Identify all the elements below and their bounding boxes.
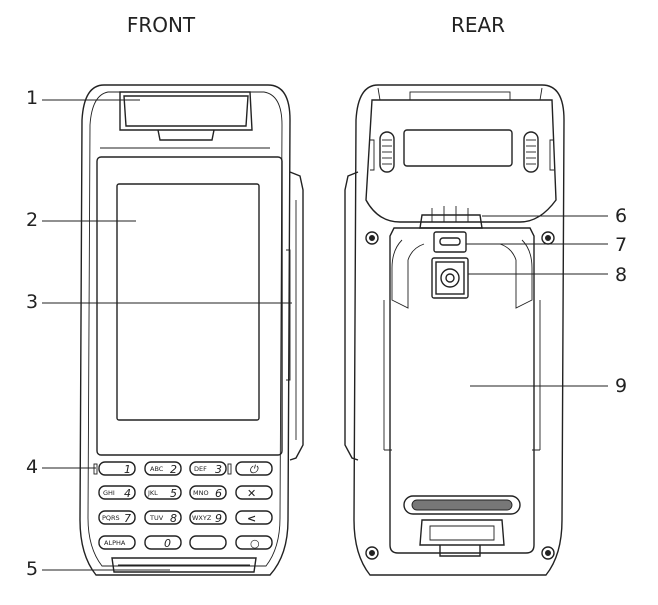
rear-usb-port: [433, 231, 467, 253]
front-body-outline: [79, 84, 291, 576]
svg-text:5: 5: [170, 487, 177, 500]
svg-text:<: <: [247, 512, 256, 525]
rear-body-outline: [353, 84, 565, 576]
svg-text:ABC: ABC: [150, 465, 164, 473]
rear-hook: [419, 214, 483, 229]
svg-text:MNO: MNO: [193, 489, 209, 497]
front-device: ABC DEF 1 2 3 ⏻ GHI JKL MNO 4 5 6 ✕ PQRS…: [79, 84, 304, 576]
front-printer-head: [119, 91, 253, 131]
svg-text:○: ○: [250, 537, 260, 550]
svg-text:GHI: GHI: [103, 489, 115, 497]
rear-label-window: [403, 129, 513, 167]
svg-text:✕: ✕: [247, 487, 256, 500]
rear-view-title: REAR: [451, 13, 505, 37]
callout-6: 6: [615, 205, 627, 227]
callout-1: 1: [26, 87, 38, 109]
svg-text:JKL: JKL: [147, 489, 158, 497]
svg-text:WXYZ: WXYZ: [192, 514, 212, 522]
callout-5: 5: [26, 558, 38, 580]
front-screen-bezel: [96, 156, 283, 456]
svg-text:3: 3: [215, 463, 222, 476]
svg-text:DEF: DEF: [194, 465, 207, 473]
svg-text:ALPHA: ALPHA: [104, 539, 126, 547]
callout-4: 4: [26, 456, 38, 478]
svg-text:9: 9: [215, 512, 222, 525]
front-keypad: ABC DEF 1 2 3 ⏻ GHI JKL MNO 4 5 6 ✕ PQRS…: [93, 461, 273, 550]
svg-text:TUV: TUV: [149, 514, 164, 522]
svg-text:7: 7: [124, 512, 131, 525]
rear-camera: [431, 257, 469, 299]
svg-text:4: 4: [124, 487, 131, 500]
callout-9: 9: [615, 375, 627, 397]
svg-text:⏻: ⏻: [249, 463, 259, 476]
rear-speaker-left: [379, 131, 395, 173]
front-view-title: FRONT: [127, 13, 196, 37]
rear-speaker-right: [523, 131, 539, 173]
callout-3: 3: [26, 291, 38, 313]
svg-text:1: 1: [124, 463, 131, 476]
rear-side-grip: [344, 171, 359, 461]
rear-bottom-grille: [403, 495, 521, 515]
svg-text:6: 6: [215, 487, 222, 500]
front-display: [116, 183, 260, 421]
front-side-grip: [289, 171, 304, 461]
callout-2: 2: [26, 209, 38, 231]
svg-text:PQRS: PQRS: [102, 514, 120, 522]
rear-bottom-latch: [419, 519, 505, 546]
callout-8: 8: [615, 264, 627, 286]
rear-device: [344, 84, 565, 576]
rear-battery-cover: [389, 227, 535, 554]
svg-text:0: 0: [164, 537, 171, 550]
svg-text:8: 8: [170, 512, 177, 525]
svg-text:2: 2: [170, 463, 177, 476]
front-card-slot: [111, 557, 257, 573]
rear-top-housing: [365, 99, 557, 223]
callouts: 1 2 3 4 5 6 7 8 9: [26, 87, 627, 580]
callout-7: 7: [615, 234, 627, 256]
